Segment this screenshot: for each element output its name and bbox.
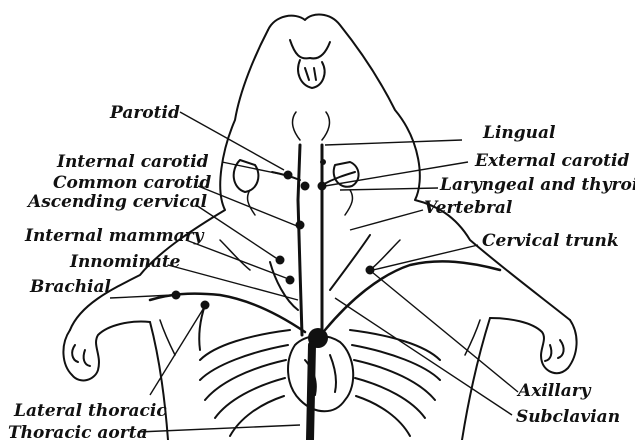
dot-lingual [320,159,326,165]
label-subclavian: Subclavian [516,407,620,427]
label-innominate: Innominate [69,252,181,272]
leader-common-carotid [198,186,302,228]
leader-axillary [372,272,518,392]
label-lingual: Lingual [482,123,556,143]
dot-ascending-cervical [296,221,305,230]
leader-cervical-trunk [373,245,478,270]
dot-internal-mammary [276,256,285,265]
leader-lateral-thoracic [150,306,205,395]
label-external-carotid: External carotid [474,151,629,171]
label-vertebral: Vertebral [424,198,513,218]
label-cervical-trunk: Cervical trunk [482,231,619,251]
heart [288,328,353,411]
leader-thoracic-aorta [138,425,300,432]
label-brachial: Brachial [29,277,112,297]
label-lateral-thoracic: Lateral thoracic [13,401,167,421]
leader-laryngeal-and-thyroid [340,188,438,190]
label-axillary: Axillary [516,381,592,401]
label-parotid: Parotid [109,103,180,123]
label-ascending-cervical: Ascending cervical [26,192,208,212]
dot-lateral-thoracic [201,301,210,310]
leader-lingual [325,140,462,145]
dot-common-carotid [301,182,310,191]
label-internal-mammary: Internal mammary [24,226,205,246]
dot-innominate [286,276,295,285]
leader-vertebral [350,210,423,230]
label-internal-carotid: Internal carotid [56,152,209,172]
label-thoracic-aorta: Thoracic aorta [8,423,148,440]
label-common-carotid: Common carotid [53,173,211,193]
label-laryngeal-and-thyroid: Laryngeal and thyroid [439,175,635,195]
